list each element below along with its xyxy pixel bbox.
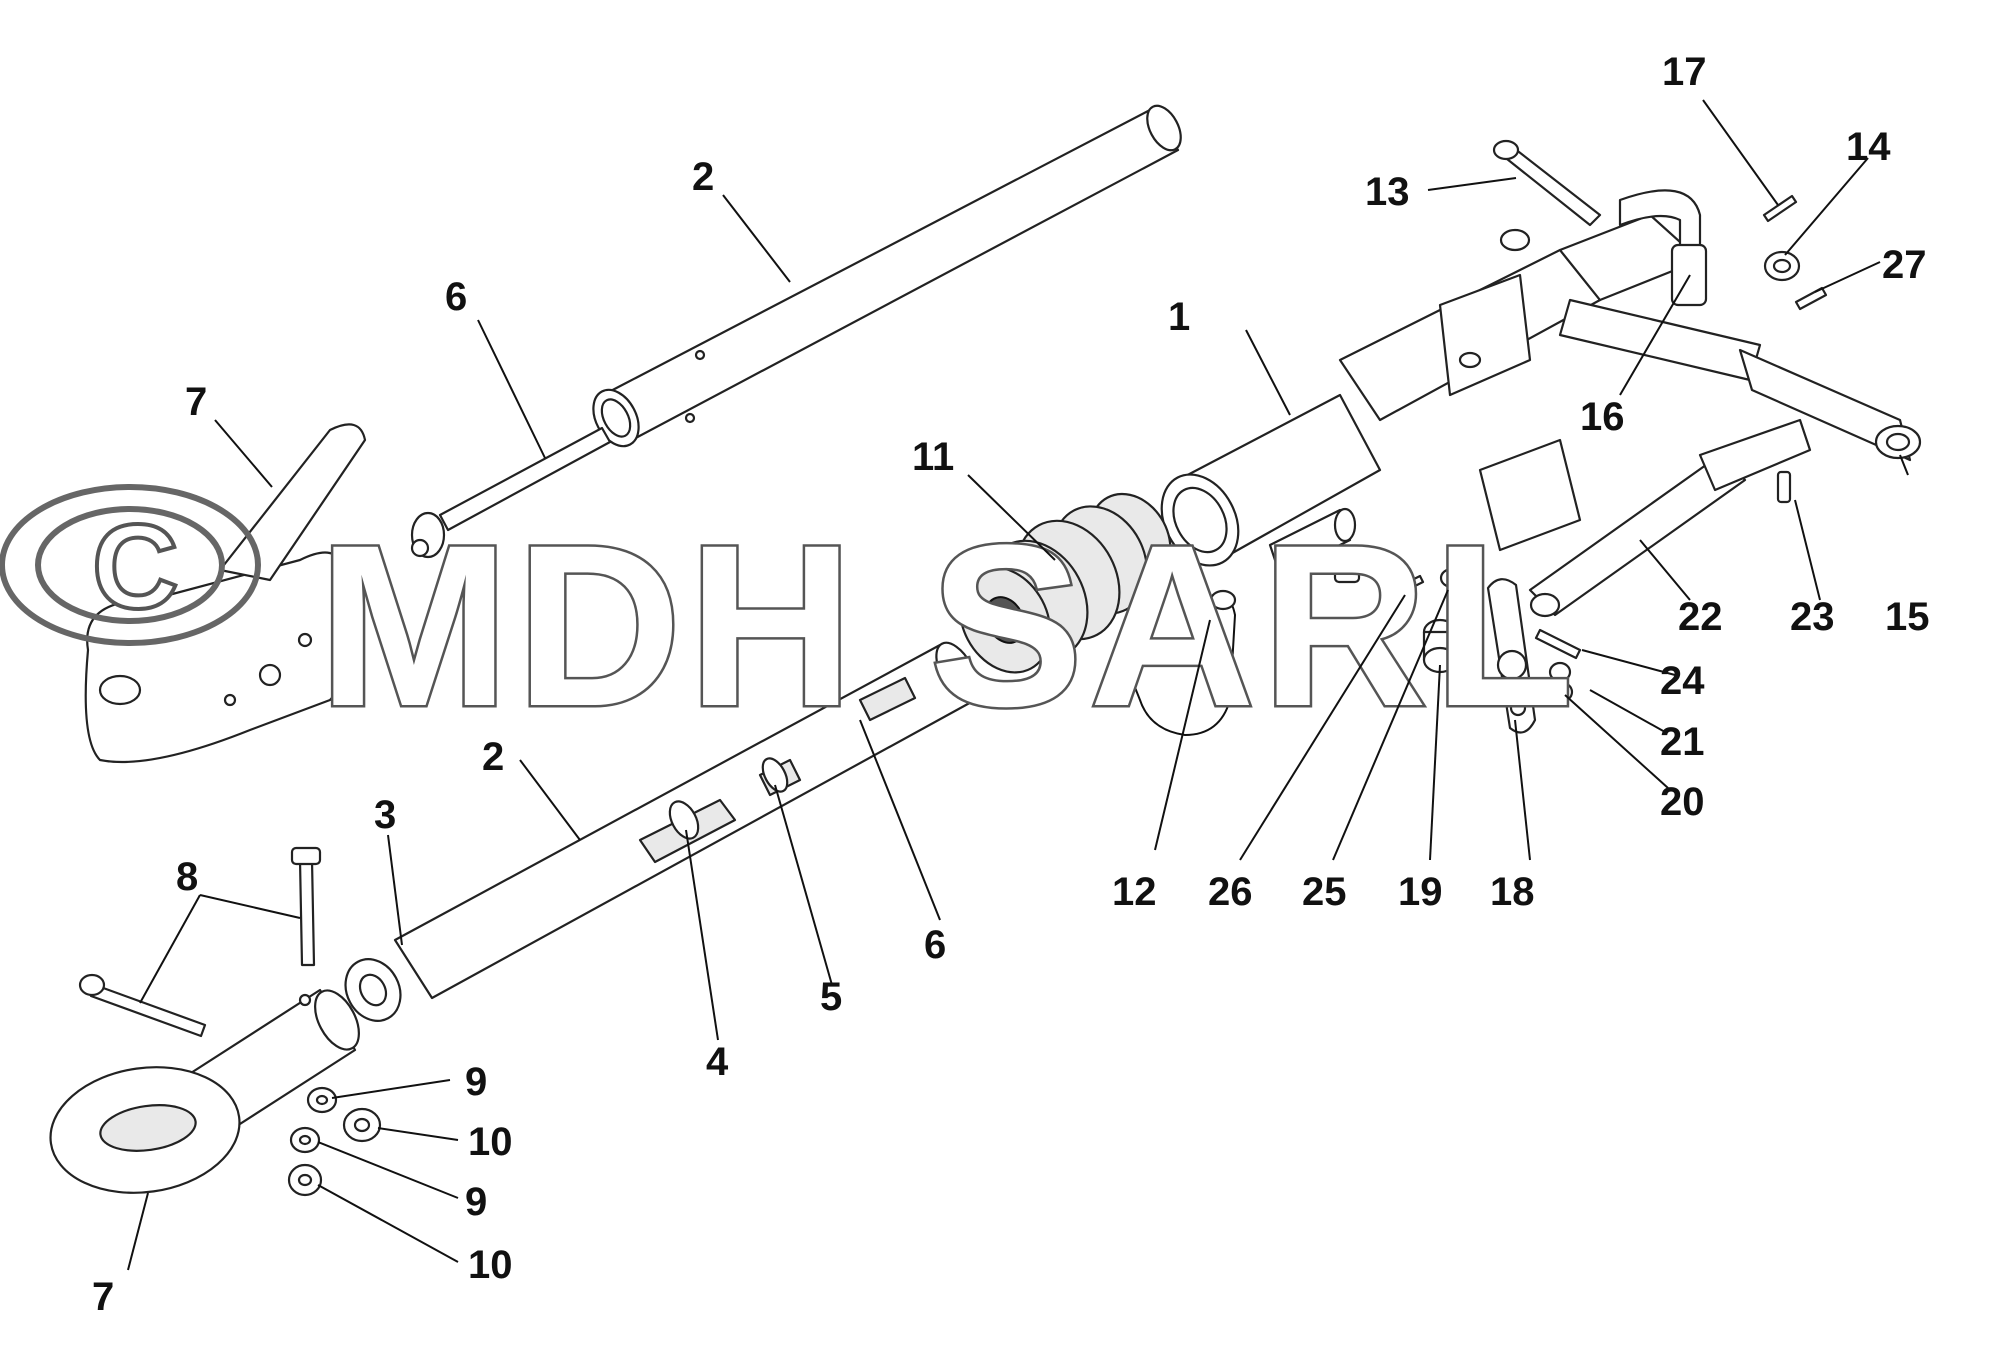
part-15-lever-arm — [1738, 348, 1922, 462]
callout-9-lower: 9 — [465, 1180, 487, 1224]
watermark-text: MDH SARL — [318, 497, 1580, 754]
part-14-nut — [1763, 250, 1801, 282]
callout-10-upper: 10 — [468, 1120, 513, 1164]
part-27-split-pin — [1794, 286, 1828, 311]
callout-10-lower: 10 — [468, 1243, 513, 1287]
part-4-collar — [668, 800, 700, 840]
part-9-washer-upper — [306, 1086, 338, 1114]
callout-9-upper: 9 — [465, 1060, 487, 1104]
part-8-bolts — [78, 846, 322, 1038]
part-21-nut — [1548, 661, 1572, 683]
part-24-bolt — [1534, 628, 1582, 660]
callout-3: 3 — [374, 793, 396, 837]
callout-22: 22 — [1678, 595, 1723, 639]
part-26-spring-pin — [1390, 574, 1425, 598]
callout-12: 12 — [1112, 870, 1157, 914]
part-10-nut-lower — [287, 1163, 323, 1197]
part-7-towing-eye-lower — [49, 988, 360, 1194]
callout-16: 16 — [1580, 395, 1625, 439]
callout-2-lower: 2 — [482, 735, 504, 779]
part-9-washer-lower — [289, 1126, 321, 1154]
callout-26: 26 — [1208, 870, 1253, 914]
part-11-bellows — [958, 492, 1172, 674]
callout-27: 27 — [1882, 243, 1927, 287]
callout-24: 24 — [1660, 659, 1705, 703]
part-22-link-rod — [1528, 418, 1812, 618]
copyright-symbol: C — [92, 500, 179, 634]
callout-11: 11 — [912, 435, 954, 479]
callout-13: 13 — [1365, 170, 1410, 214]
callout-6-upper: 6 — [445, 275, 467, 319]
part-12-cable-clip — [1119, 589, 1237, 737]
watermark: C MDH SARL — [0, 484, 1580, 757]
part-7-coupling-head-upper — [84, 423, 367, 764]
callout-15: 15 — [1885, 595, 1930, 639]
callout-21: 21 — [1660, 720, 1705, 764]
callout-6-lower: 6 — [924, 923, 946, 967]
callout-1: 1 — [1168, 295, 1190, 339]
part-2-outer-tube-upper — [592, 104, 1182, 448]
part-5-clamp — [761, 757, 789, 793]
callout-7-lower: 7 — [92, 1275, 114, 1319]
callout-17: 17 — [1662, 50, 1707, 94]
part-6-inner-rod-upper — [410, 426, 612, 559]
copyright-ring-inner — [35, 506, 225, 624]
part-3-rod-eye — [344, 958, 402, 1022]
callout-14: 14 — [1846, 125, 1891, 169]
callout-7-upper: 7 — [185, 380, 207, 424]
callout-20: 20 — [1660, 780, 1705, 824]
part-13-bolt — [1492, 139, 1602, 227]
part-19-bush — [1422, 618, 1458, 674]
callout-25: 25 — [1302, 870, 1347, 914]
callout-19: 19 — [1398, 870, 1443, 914]
part-1-frame-bracket — [1338, 213, 1762, 552]
callout-18: 18 — [1490, 870, 1535, 914]
callout-5: 5 — [820, 975, 842, 1019]
callout-23: 23 — [1790, 595, 1835, 639]
part-1-drawbar-tube — [1160, 393, 1382, 584]
part-10-nut-upper — [342, 1107, 382, 1143]
leader-lines — [127, 99, 1909, 1271]
copyright-ring-outer — [0, 484, 261, 646]
part-25-washer — [1439, 567, 1465, 589]
callout-numbers: 1 2 2 3 4 5 6 6 7 7 8 9 9 10 10 11 12 13… — [92, 50, 1930, 1319]
part-17-spring-pin — [1762, 194, 1798, 223]
callout-4: 4 — [706, 1040, 729, 1084]
callout-2-upper: 2 — [692, 155, 714, 199]
callout-8: 8 — [176, 855, 198, 899]
part-23-pin — [1776, 470, 1792, 504]
